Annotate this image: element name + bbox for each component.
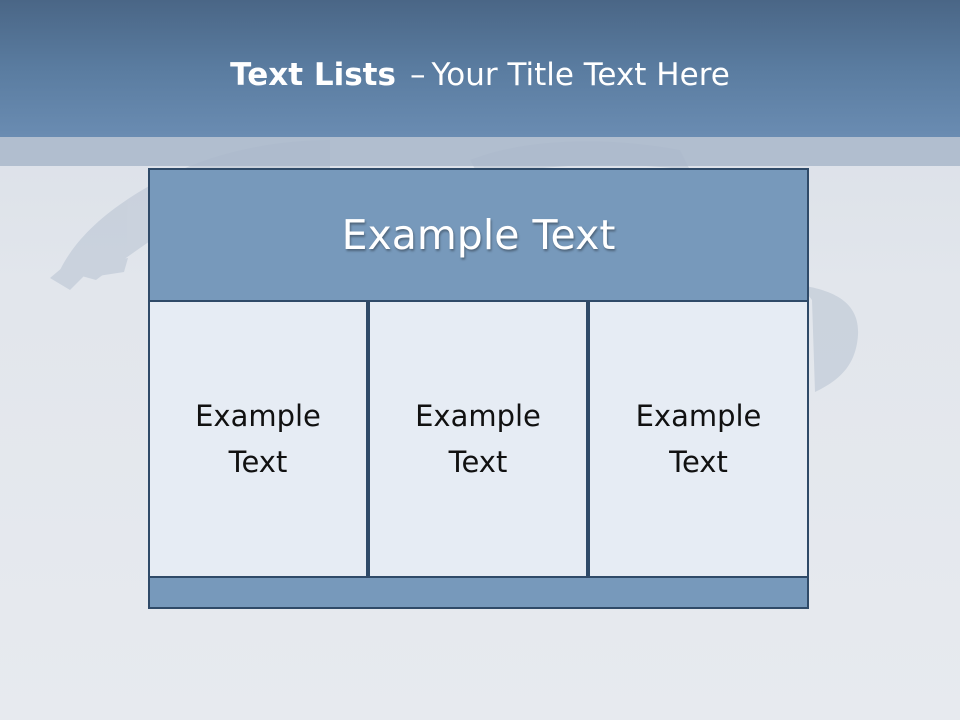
- diagram-footer-bar: [148, 576, 809, 609]
- slide-title-separator: –: [409, 57, 426, 93]
- diagram-column-3-text: Example Text: [635, 399, 762, 479]
- diagram-column-3: Example Text: [588, 300, 809, 578]
- diagram-column-1: Example Text: [148, 300, 368, 578]
- diagram-column-1-text: Example Text: [195, 399, 321, 479]
- diagram-column-2: Example Text: [368, 300, 588, 578]
- title-bar: [0, 0, 960, 137]
- slide-title-bold: Text Lists: [230, 57, 396, 93]
- diagram-header-text: Example Text: [341, 211, 616, 259]
- slide-title: Text Lists–Your Title Text Here: [0, 50, 960, 100]
- slide-title-rest: Your Title Text Here: [431, 57, 730, 93]
- title-underband: [0, 137, 960, 166]
- diagram-column-2-text: Example Text: [415, 399, 541, 479]
- diagram-header-box: Example Text: [148, 168, 809, 302]
- text-list-diagram: Example Text Example Text Example Text E…: [148, 168, 809, 609]
